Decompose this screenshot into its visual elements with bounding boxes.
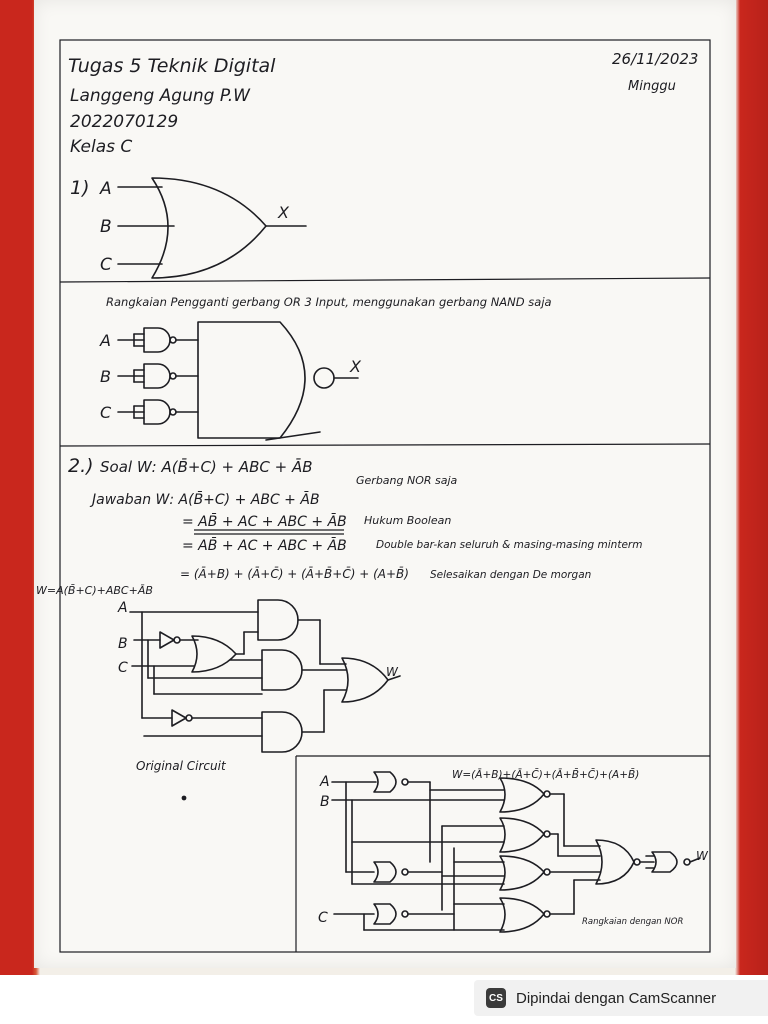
q1-big-nand-gate bbox=[197, 321, 359, 441]
q1-nand-input-a: A bbox=[99, 331, 111, 350]
header-nim: 2022070129 bbox=[70, 112, 178, 132]
orig-caption: Original Circuit bbox=[136, 759, 227, 773]
nor-input-b: B bbox=[320, 794, 330, 810]
nor-input-c: C bbox=[318, 910, 328, 926]
q1-subtitle: Rangkaian Pengganti gerbang OR 3 Input, … bbox=[106, 295, 552, 309]
q2-line4-note: Selesaikan dengan De morgan bbox=[430, 569, 591, 581]
page-border bbox=[59, 39, 711, 953]
handwritten-sheet: Tugas 5 Teknik Digital Langgeng Agung P.… bbox=[36, 39, 711, 953]
q2-line4: = (Ā+B) + (Ā+C̄) + (Ā+B̄+C̄) + (A+B̄) bbox=[180, 567, 409, 581]
orig-expression: W=A(B̄+C)+ABC+ĀB bbox=[36, 584, 153, 597]
q1-output-x: X bbox=[277, 203, 290, 222]
q1-nand-inverters bbox=[117, 327, 199, 425]
section-divider-2 bbox=[59, 443, 711, 447]
q2-jawaban: Jawaban W: A(B̄+C) + ABC + ĀB bbox=[89, 490, 320, 508]
header-title: Tugas 5 Teknik Digital bbox=[68, 55, 276, 77]
orig-input-a: A bbox=[117, 600, 128, 616]
q1-number: 1) bbox=[70, 177, 90, 199]
q1-or-gate bbox=[117, 177, 307, 279]
q2-line3: = AB̄ + AC + ABC + ĀB bbox=[182, 536, 347, 554]
nor-expression: W=(Ā+B)+(Ā+C̄)+(Ā+B̄+C̄)+(A+B̄) bbox=[452, 768, 639, 781]
orig-input-b: B bbox=[118, 636, 128, 652]
orig-output-w: W bbox=[386, 665, 399, 679]
header-name: Langgeng Agung P.W bbox=[70, 86, 251, 106]
q1-nand-output-x: X bbox=[349, 357, 362, 376]
q2-number: 2.) bbox=[68, 455, 94, 477]
orig-circuit bbox=[129, 599, 401, 753]
nor-input-a: A bbox=[319, 774, 330, 790]
camscanner-watermark: CS Dipindai dengan CamScanner bbox=[474, 980, 768, 1016]
q2-soal: Soal W: A(B̄+C) + ABC + ĀB bbox=[100, 457, 313, 476]
orig-input-c: C bbox=[118, 660, 128, 676]
header-kelas: Kelas C bbox=[70, 137, 132, 157]
q1-nand-input-b: B bbox=[100, 367, 111, 386]
header-day: Minggu bbox=[628, 79, 676, 94]
nor-output-w: W bbox=[696, 849, 709, 863]
camscanner-text: Dipindai dengan CamScanner bbox=[516, 989, 717, 1007]
q2-line3-note: Double bar-kan seluruh & masing-masing m… bbox=[376, 539, 642, 551]
q1-input-a: A bbox=[99, 179, 112, 199]
ink-dot bbox=[181, 795, 187, 801]
q2-line2: = AB̄ + AC + ABC + ĀB bbox=[182, 512, 347, 530]
q2-soal-note: Gerbang NOR saja bbox=[356, 474, 458, 487]
paper-sheet: Tugas 5 Teknik Digital Langgeng Agung P.… bbox=[34, 0, 736, 968]
nor-caption: Rangkaian dengan NOR bbox=[582, 917, 683, 927]
q1-input-c: C bbox=[100, 255, 112, 275]
nor-circuit bbox=[331, 771, 701, 933]
section-divider-1 bbox=[59, 277, 711, 283]
q1-input-b: B bbox=[100, 217, 112, 237]
header-date: 26/11/2023 bbox=[612, 50, 698, 68]
q1-nand-input-c: C bbox=[100, 403, 112, 422]
q2-line2-note: Hukum Boolean bbox=[364, 514, 451, 527]
camscanner-logo-icon: CS bbox=[486, 988, 506, 1008]
